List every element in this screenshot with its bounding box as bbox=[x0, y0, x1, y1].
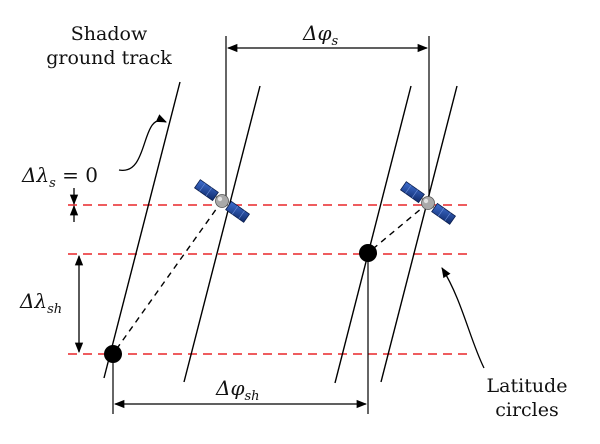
shadow-label-line2: ground track bbox=[46, 47, 172, 69]
satellite-ground-track-right bbox=[380, 85, 458, 383]
satellite-icon-left bbox=[193, 179, 251, 223]
projection-line-right bbox=[367, 202, 429, 254]
shadow-track-leader bbox=[118, 120, 166, 201]
shadow-point-icon-right bbox=[359, 244, 377, 262]
delta-lambda-s-label: Δλs = 0 bbox=[21, 163, 98, 191]
latitude-label-line2: circles bbox=[495, 399, 559, 421]
shadow-track-curve bbox=[118, 114, 167, 171]
shadow-track-pointer bbox=[118, 118, 164, 170]
shadow-label-line1: Shadow bbox=[71, 23, 148, 45]
shadow-ground-track-right bbox=[334, 85, 412, 384]
latitude-circles-curve bbox=[441, 267, 485, 369]
satellite-ground-track-left bbox=[183, 85, 261, 383]
delta-phi-s-label: Δφs bbox=[302, 21, 338, 49]
delta-phi-sh-label: Δφsh bbox=[215, 376, 260, 404]
shadow-point-icon-left bbox=[104, 345, 122, 363]
shadow-ground-track-left bbox=[103, 81, 181, 379]
projection-line-left bbox=[112, 200, 223, 355]
satellite-icon-right bbox=[399, 181, 457, 225]
delta-lambda-sh-label: Δλsh bbox=[19, 289, 62, 317]
latitude-label-line1: Latitude bbox=[487, 375, 568, 397]
